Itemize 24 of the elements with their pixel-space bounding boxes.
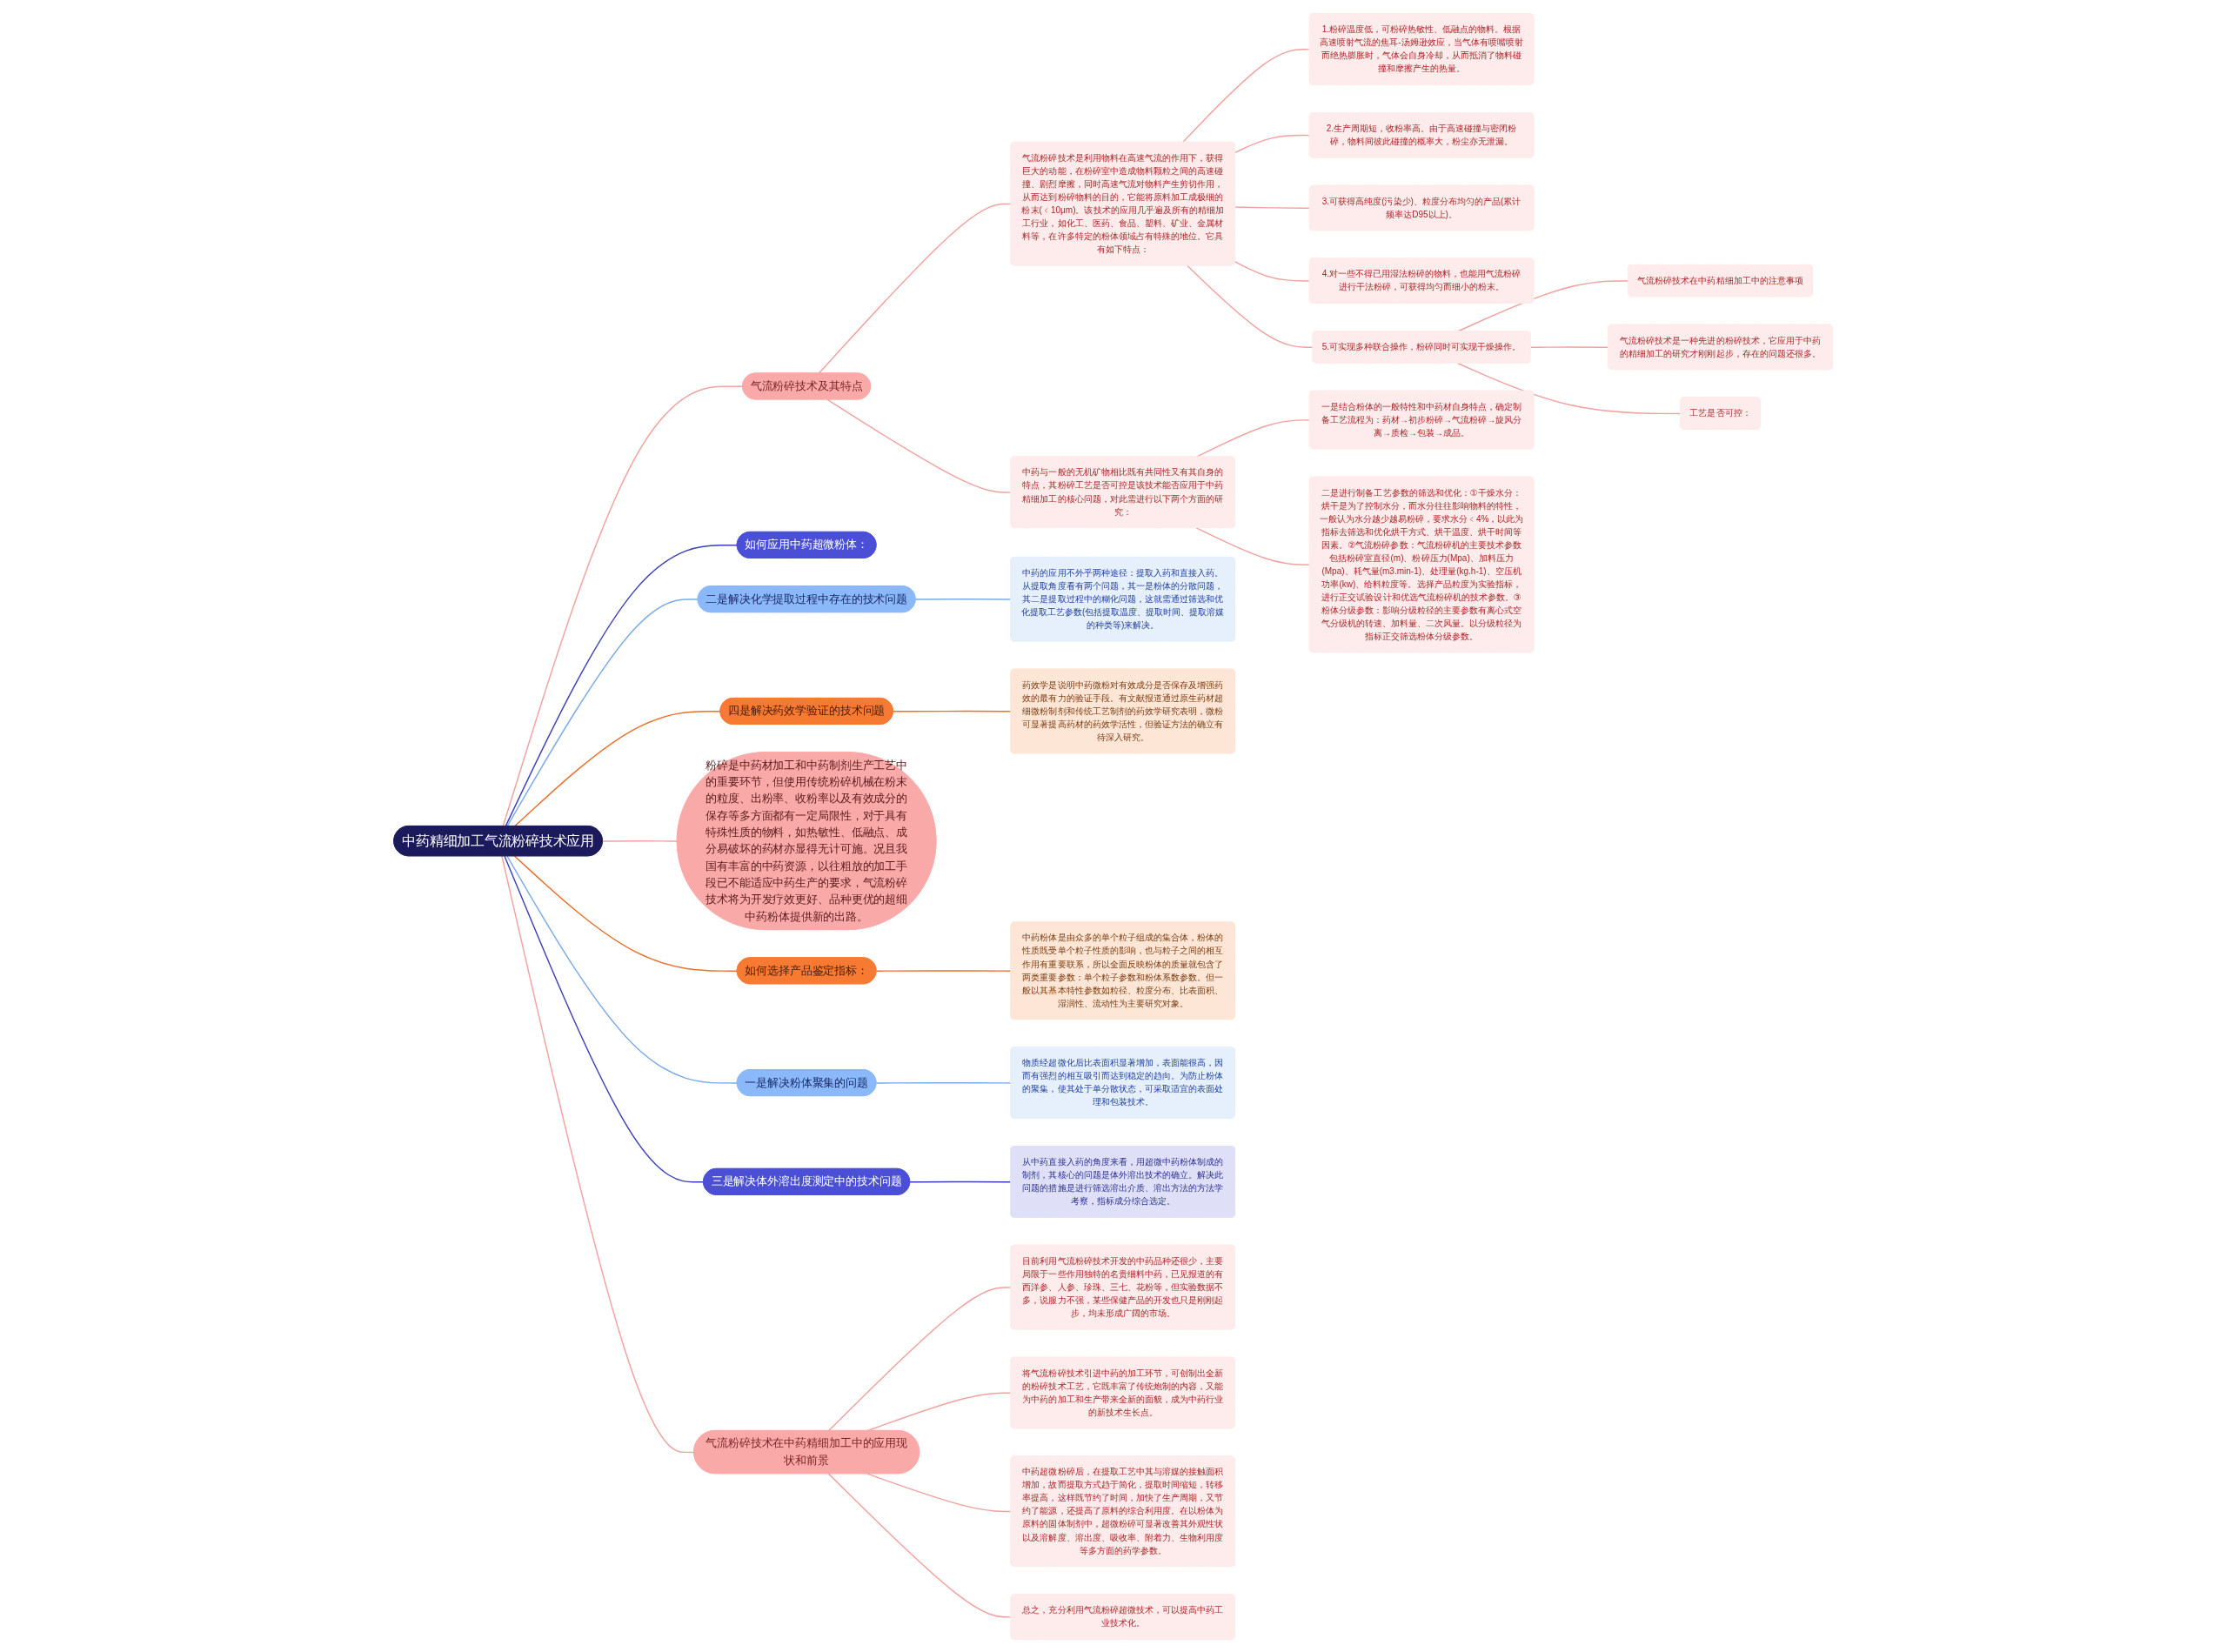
connector — [1234, 205, 1311, 209]
connector — [1530, 345, 1610, 348]
connector — [909, 1180, 1013, 1182]
connector — [828, 1286, 1013, 1431]
connector — [826, 398, 1013, 493]
connector — [915, 598, 1013, 600]
connector — [504, 854, 706, 1182]
connector — [893, 710, 1013, 712]
connector — [828, 1472, 1013, 1618]
connector — [866, 1472, 1013, 1512]
connector — [1457, 362, 1682, 414]
connector — [501, 854, 696, 1453]
connector — [819, 203, 1013, 374]
connector — [1195, 526, 1311, 565]
connector — [1182, 48, 1311, 143]
connector — [506, 854, 739, 1084]
connector — [602, 839, 679, 842]
connector — [1234, 260, 1311, 282]
connector — [876, 969, 1013, 972]
connector — [1234, 134, 1311, 153]
connector — [1457, 279, 1630, 332]
connector — [876, 1081, 1013, 1084]
connector — [1187, 264, 1314, 348]
connector — [514, 854, 739, 972]
